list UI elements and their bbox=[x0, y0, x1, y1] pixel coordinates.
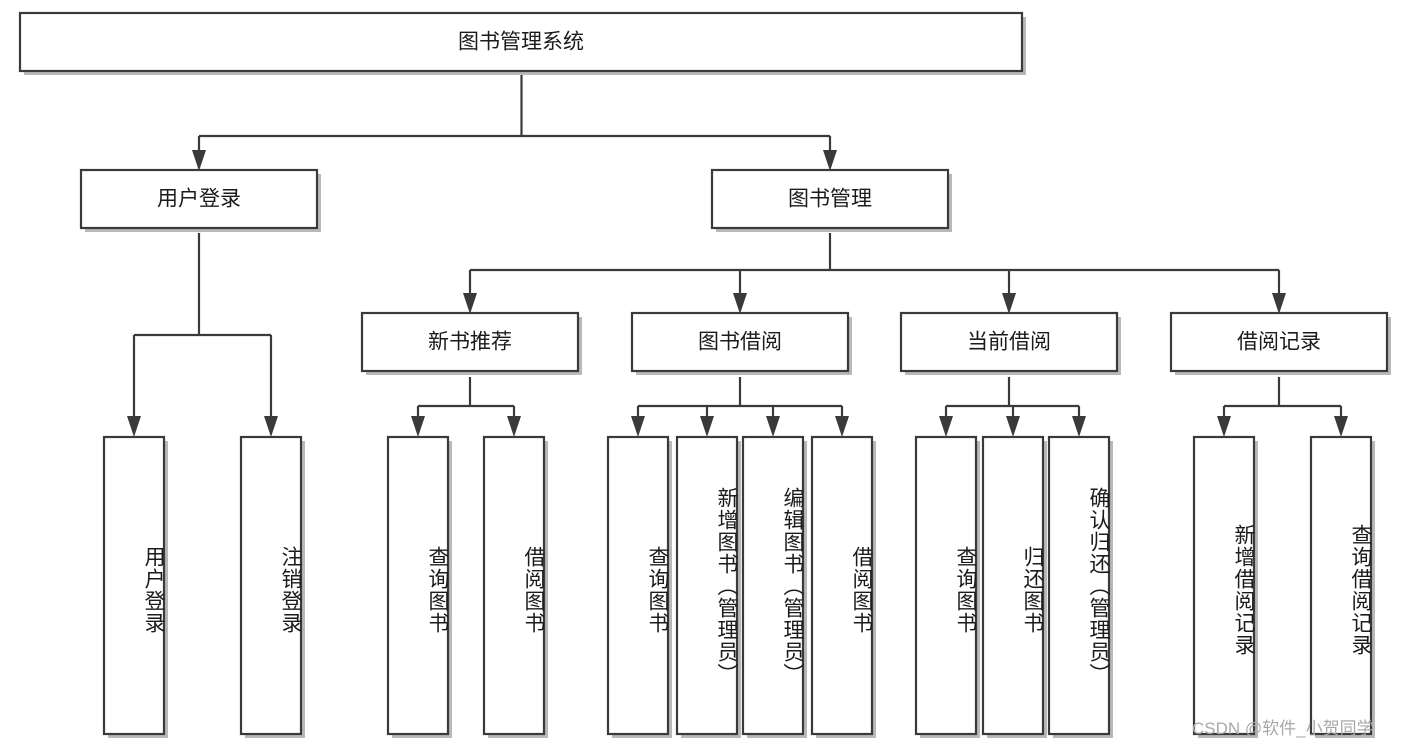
leaf-logout-label: 注销登录 bbox=[279, 546, 302, 634]
leaf-nbr-borrow-book-box[interactable] bbox=[482, 435, 546, 736]
leaf-bb-borrow-book-label: 借阅图书 bbox=[850, 546, 873, 634]
arrow-head-book-manage bbox=[823, 150, 837, 171]
leaf-bb-query-book-label: 查询图书 bbox=[646, 546, 669, 634]
node-book-borrow-box[interactable] bbox=[630, 311, 850, 373]
arrow-head-nbr-l2 bbox=[507, 416, 521, 437]
node-current-borrow-label: 当前借阅 bbox=[967, 331, 1051, 354]
arrow-head-bb-l2 bbox=[700, 416, 714, 437]
leaf-br-add-record-label: 新增借阅记录 bbox=[1232, 524, 1255, 656]
arrow-head-bb-l3 bbox=[766, 416, 780, 437]
leaf-logout-box[interactable] bbox=[239, 435, 303, 736]
node-new-book-label: 新书推荐 bbox=[428, 331, 512, 354]
arrow-head-new-book bbox=[463, 293, 477, 314]
arrow-head-cb-l2 bbox=[1006, 416, 1020, 437]
leaf-user-login-label: 用户登录 bbox=[142, 546, 165, 634]
node-book-manage-label: 图书管理 bbox=[788, 188, 872, 211]
leaf-br-add-record-box[interactable] bbox=[1192, 435, 1256, 736]
leaf-bb-edit-book-box[interactable] bbox=[741, 435, 805, 736]
node-book-borrow-label: 图书借阅 bbox=[698, 331, 782, 354]
arrow-head-br-l1 bbox=[1217, 416, 1231, 437]
leaf-cb-query-book-box[interactable] bbox=[914, 435, 978, 736]
node-borrow-record-label: 借阅记录 bbox=[1237, 331, 1321, 354]
node-root-box[interactable] bbox=[18, 11, 1024, 73]
arrow-head-bb-l4 bbox=[835, 416, 849, 437]
leaf-bb-add-book-label: 新增图书（管理员） bbox=[715, 486, 738, 685]
node-borrow-record-box[interactable] bbox=[1169, 311, 1389, 373]
leaf-nbr-query-book-box[interactable] bbox=[386, 435, 450, 736]
arrow-head-cb-l1 bbox=[939, 416, 953, 437]
node-current-borrow-box[interactable] bbox=[899, 311, 1119, 373]
node-user-login-box[interactable] bbox=[79, 168, 319, 230]
leaf-cb-query-book-label: 查询图书 bbox=[954, 546, 977, 634]
leaf-nbr-query-book-label: 查询图书 bbox=[426, 546, 449, 634]
connector-group bbox=[127, 72, 1348, 437]
leaf-br-query-record-label: 查询借阅记录 bbox=[1349, 524, 1372, 656]
arrow-head-bb-l1 bbox=[631, 416, 645, 437]
leaf-bb-borrow-book-box[interactable] bbox=[810, 435, 874, 736]
node-book-manage-box[interactable] bbox=[710, 168, 950, 230]
leaf-cb-confirm-return-label: 确认归还（管理员） bbox=[1087, 486, 1110, 685]
arrow-head-nbr-l1 bbox=[411, 416, 425, 437]
arrow-head-current-borrow bbox=[1002, 293, 1016, 314]
node-root-label: 图书管理系统 bbox=[458, 31, 584, 54]
leaf-cb-return-book-box[interactable] bbox=[981, 435, 1045, 736]
leaf-user-login-box[interactable] bbox=[102, 435, 166, 736]
arrow-head-book-borrow bbox=[733, 293, 747, 314]
leaf-cb-return-book-label: 归还图书 bbox=[1021, 546, 1044, 634]
node-user-login-label: 用户登录 bbox=[157, 188, 241, 211]
watermark: CSDN @软件_小贺同学 bbox=[1192, 719, 1374, 738]
leaf-cb-confirm-return-box[interactable] bbox=[1047, 435, 1111, 736]
arrow-head-ul-leaf1 bbox=[127, 416, 141, 437]
leaf-bb-edit-book-label: 编辑图书（管理员） bbox=[781, 486, 804, 685]
node-group: 图书管理系统 用户登录 图书管理 新书推荐 图书借阅 当前借阅 借阅记录 bbox=[18, 11, 1391, 738]
leaf-br-query-record-box[interactable] bbox=[1309, 435, 1373, 736]
leaf-bb-query-book-box[interactable] bbox=[606, 435, 670, 736]
arrow-head-borrow-record bbox=[1272, 293, 1286, 314]
leaf-bb-add-book-box[interactable] bbox=[675, 435, 739, 736]
arrow-head-cb-l3 bbox=[1072, 416, 1086, 437]
arrow-head-br-l2 bbox=[1334, 416, 1348, 437]
node-new-book-box[interactable] bbox=[360, 311, 580, 373]
leaf-nbr-borrow-book-label: 借阅图书 bbox=[522, 546, 545, 634]
arrow-head-user-login bbox=[192, 150, 206, 171]
arrow-head-ul-leaf2 bbox=[264, 416, 278, 437]
